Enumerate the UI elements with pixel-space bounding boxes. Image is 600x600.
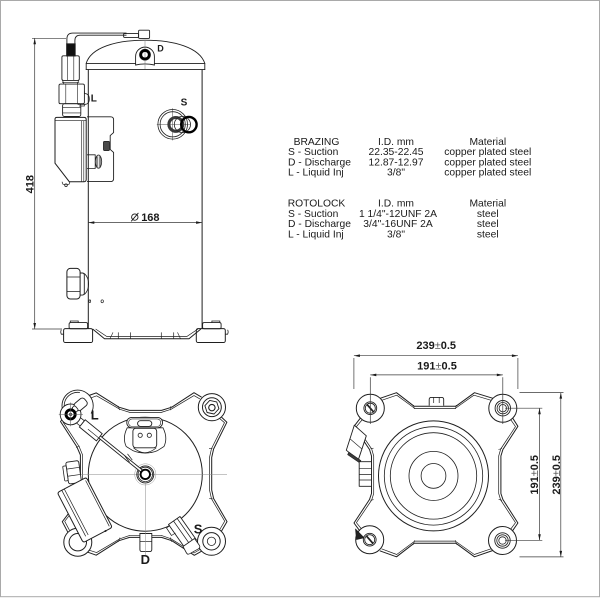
- svg-text:copper plated steel: copper plated steel: [444, 157, 531, 168]
- svg-text:418: 418: [24, 175, 36, 193]
- svg-text:ROTOLOCK: ROTOLOCK: [288, 199, 346, 210]
- svg-text:239±0.5: 239±0.5: [416, 340, 456, 352]
- svg-text:L - Liquid Inj: L - Liquid Inj: [288, 168, 344, 179]
- svg-text:I.D. mm: I.D. mm: [378, 199, 414, 210]
- svg-text:191±0.5: 191±0.5: [417, 361, 457, 373]
- svg-text:S - Suction: S - Suction: [288, 147, 339, 158]
- svg-text:S - Suction: S - Suction: [288, 209, 339, 220]
- svg-text:3/8": 3/8": [387, 229, 405, 240]
- svg-text:3/8": 3/8": [387, 168, 405, 179]
- svg-text:3/4"-16UNF 2A: 3/4"-16UNF 2A: [363, 219, 433, 230]
- svg-text:168: 168: [141, 212, 159, 224]
- svg-text:L: L: [91, 94, 97, 105]
- svg-text:steel: steel: [477, 209, 499, 220]
- svg-text:I.D. mm: I.D. mm: [378, 137, 414, 148]
- svg-text:Material: Material: [469, 137, 506, 148]
- svg-text:steel: steel: [477, 219, 499, 230]
- svg-text:12.87-12.97: 12.87-12.97: [369, 157, 424, 168]
- svg-text:1 1/4"-12UNF 2A: 1 1/4"-12UNF 2A: [359, 209, 437, 220]
- svg-text:D - Discharge: D - Discharge: [288, 219, 351, 230]
- svg-text:22.35-22.45: 22.35-22.45: [369, 147, 424, 158]
- svg-text:copper plated steel: copper plated steel: [444, 147, 531, 158]
- svg-text:steel: steel: [477, 229, 499, 240]
- svg-text:S: S: [181, 98, 188, 109]
- svg-text:191±0.5: 191±0.5: [529, 455, 541, 495]
- svg-text:239±0.5: 239±0.5: [551, 455, 563, 495]
- svg-text:copper plated steel: copper plated steel: [444, 168, 531, 179]
- svg-text:S: S: [194, 522, 203, 537]
- svg-text:D: D: [157, 44, 164, 54]
- svg-text:D: D: [141, 552, 150, 567]
- svg-text:L - Liquid Inj: L - Liquid Inj: [288, 229, 344, 240]
- svg-text:Material: Material: [469, 199, 506, 210]
- svg-text:L: L: [91, 408, 99, 423]
- svg-text:D - Discharge: D - Discharge: [288, 157, 351, 168]
- svg-text:BRAZING: BRAZING: [294, 137, 340, 148]
